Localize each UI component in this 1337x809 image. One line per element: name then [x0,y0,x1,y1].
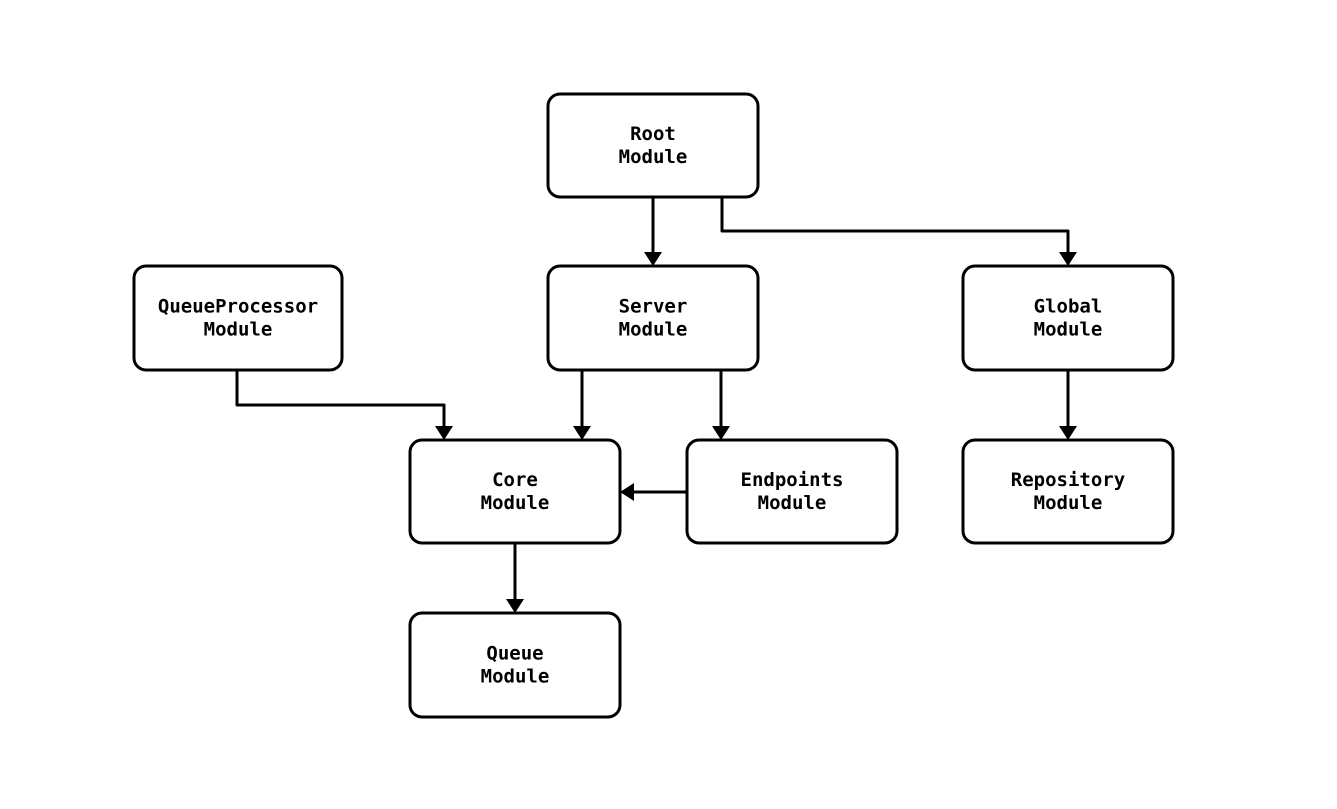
node-box[interactable] [408,438,622,545]
edges-layer [235,197,1077,613]
node-label-line2: Module [619,146,688,168]
edge-endpoints-to-core [620,483,687,501]
node-label-line1: QueueProcessor [158,296,318,318]
nodes-layer: RootModuleQueueProcessorModuleServerModu… [132,92,1175,719]
node-label-line2: Module [758,492,827,514]
node-box[interactable] [685,438,899,545]
edge-arrowhead [620,483,634,501]
node-label-line2: Module [204,319,273,341]
node-label-line2: Module [619,319,688,341]
node-label-line1: Queue [486,643,543,665]
edge-arrowhead [1059,252,1077,266]
edge-line [720,197,1070,252]
node-label-line1: Root [630,123,676,145]
edge-root-to-server [644,197,662,266]
node-label-line1: Core [492,469,538,491]
node-label-line1: Server [619,296,688,318]
edge-arrowhead [435,426,453,440]
node-box[interactable] [546,264,760,372]
node-box[interactable] [408,611,622,719]
node-label-line2: Module [1034,319,1103,341]
edge-arrowhead [712,426,730,440]
edge-global-to-repository [1059,370,1077,440]
edge-line [235,370,446,426]
edge-arrowhead [506,599,524,613]
node-label-line1: Global [1034,296,1103,318]
edge-root-to-global [720,197,1077,266]
edge-arrowhead [1059,426,1077,440]
node-box[interactable] [132,264,344,372]
node-box[interactable] [546,92,760,199]
edge-server-to-core [573,370,591,440]
node-label-line2: Module [481,666,550,688]
edge-server-to-endpoints [712,370,730,440]
node-label-line2: Module [481,492,550,514]
node-label-line2: Module [1034,492,1103,514]
edge-queueprocessor-to-core [235,370,453,440]
node-label-line1: Endpoints [741,469,844,491]
node-box[interactable] [961,264,1175,372]
edge-core-to-queue [506,543,524,613]
edge-arrowhead [573,426,591,440]
node-label-line1: Repository [1011,469,1125,491]
edge-arrowhead [644,252,662,266]
node-box[interactable] [961,438,1175,545]
